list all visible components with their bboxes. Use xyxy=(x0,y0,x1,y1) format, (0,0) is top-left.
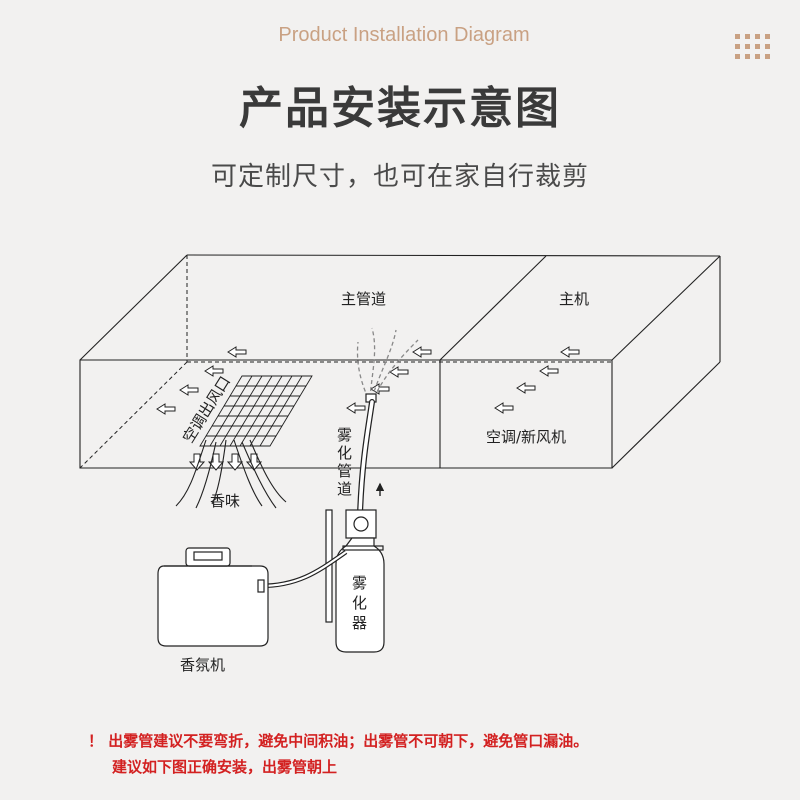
ac-outlet-grille xyxy=(199,375,313,447)
label-aroma-machine: 香氛机 xyxy=(180,656,225,674)
label-main-duct: 主管道 xyxy=(341,290,386,308)
vertical-label-atomizing-pipe: 雾化管道 xyxy=(337,426,352,498)
airflow-arrows xyxy=(156,346,580,415)
duct-hidden-edges xyxy=(79,255,612,469)
scent-wave-lines xyxy=(175,439,287,509)
mist-spray-lines xyxy=(356,327,419,399)
aroma-machine xyxy=(157,547,269,647)
label-fragrance: 香味 xyxy=(210,492,240,510)
duct-box xyxy=(79,254,721,469)
vertical-label-atomizing-pipe-text: 雾化管道 xyxy=(337,426,352,498)
notice-line-1: ！ 出雾管建议不要弯折，避免中间积油；出雾管不可朝下，避免管口漏油。 xyxy=(88,732,589,750)
english-subtitle: Product Installation Diagram xyxy=(278,24,530,46)
page-title: 产品安装示意图 xyxy=(239,83,561,134)
vertical-label-atomizer: 雾化器 xyxy=(352,574,367,632)
duct-partition-top xyxy=(439,255,547,361)
page-tagline: 可定制尺寸，也可在家自行裁剪 xyxy=(210,162,589,192)
vertical-label-atomizer-text: 雾化器 xyxy=(352,574,367,632)
label-main-unit: 主机 xyxy=(559,290,589,308)
decorative-dots-icon xyxy=(735,34,771,60)
label-ac-fresh-air: 空调/新风机 xyxy=(486,428,566,446)
notice-line-2: 建议如下图正确安装，出雾管朝上 xyxy=(112,758,338,776)
connecting-hose xyxy=(259,550,348,589)
